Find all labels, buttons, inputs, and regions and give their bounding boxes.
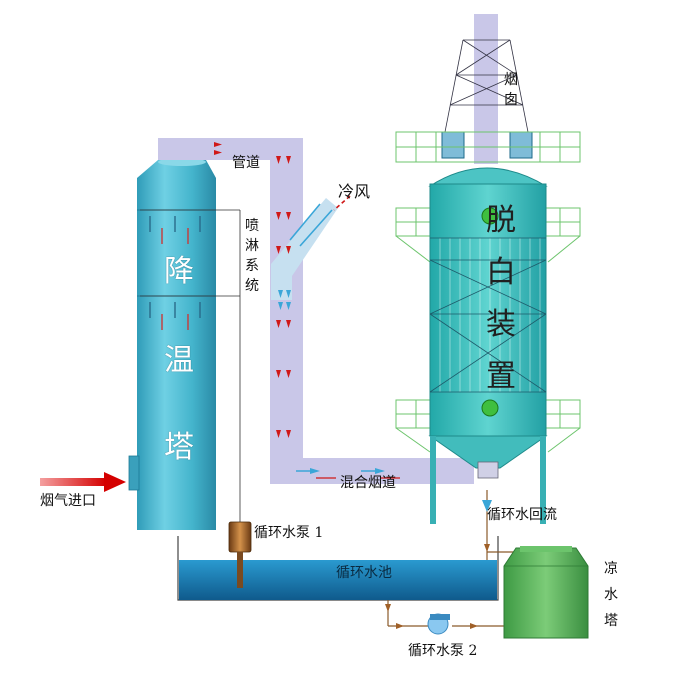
whitening-label-3: 装: [486, 307, 516, 342]
pool-label: 循环水池: [336, 565, 392, 581]
pipe-duct: [158, 138, 474, 484]
return-pipes: [239, 490, 520, 627]
spray-arrows-upper: [149, 216, 201, 330]
pump-2: [427, 613, 450, 635]
whitening-label-4: 置: [486, 359, 516, 394]
whitening-label-1: 脱: [486, 203, 516, 238]
cooling-tower-label-3: 塔: [164, 430, 194, 465]
pump2-label: 循环水泵 2: [408, 643, 478, 659]
circulating-pool: [177, 536, 499, 601]
chimney-label: 烟囱: [504, 72, 518, 108]
spray-system-label: 喷淋系统: [245, 218, 259, 294]
chimney: [441, 14, 533, 164]
cooling-water-tower: [503, 546, 589, 639]
duct-arrows: [214, 142, 291, 438]
cold-air-label: 冷风: [338, 182, 371, 201]
return-flow-label: 循环水回流: [487, 507, 557, 523]
pipe-label: 管道: [232, 155, 260, 171]
whitening-label-2: 白: [486, 255, 516, 290]
pump1-label: 循环水泵 1: [254, 525, 324, 541]
flue-gas-inlet-arrow: [40, 472, 126, 492]
mixed-flue-label: 混合烟道: [340, 475, 396, 491]
cooling-tower-label-2: 温: [164, 343, 194, 378]
flue-gas-inlet-label: 烟气进口: [40, 493, 96, 509]
whitening-device: [428, 167, 548, 524]
cooling-tower: [128, 158, 241, 540]
pump-1: [228, 521, 252, 588]
cooling-water-tower-label: 凉水塔: [604, 561, 618, 629]
cooling-tower-label-1: 降: [164, 254, 194, 289]
